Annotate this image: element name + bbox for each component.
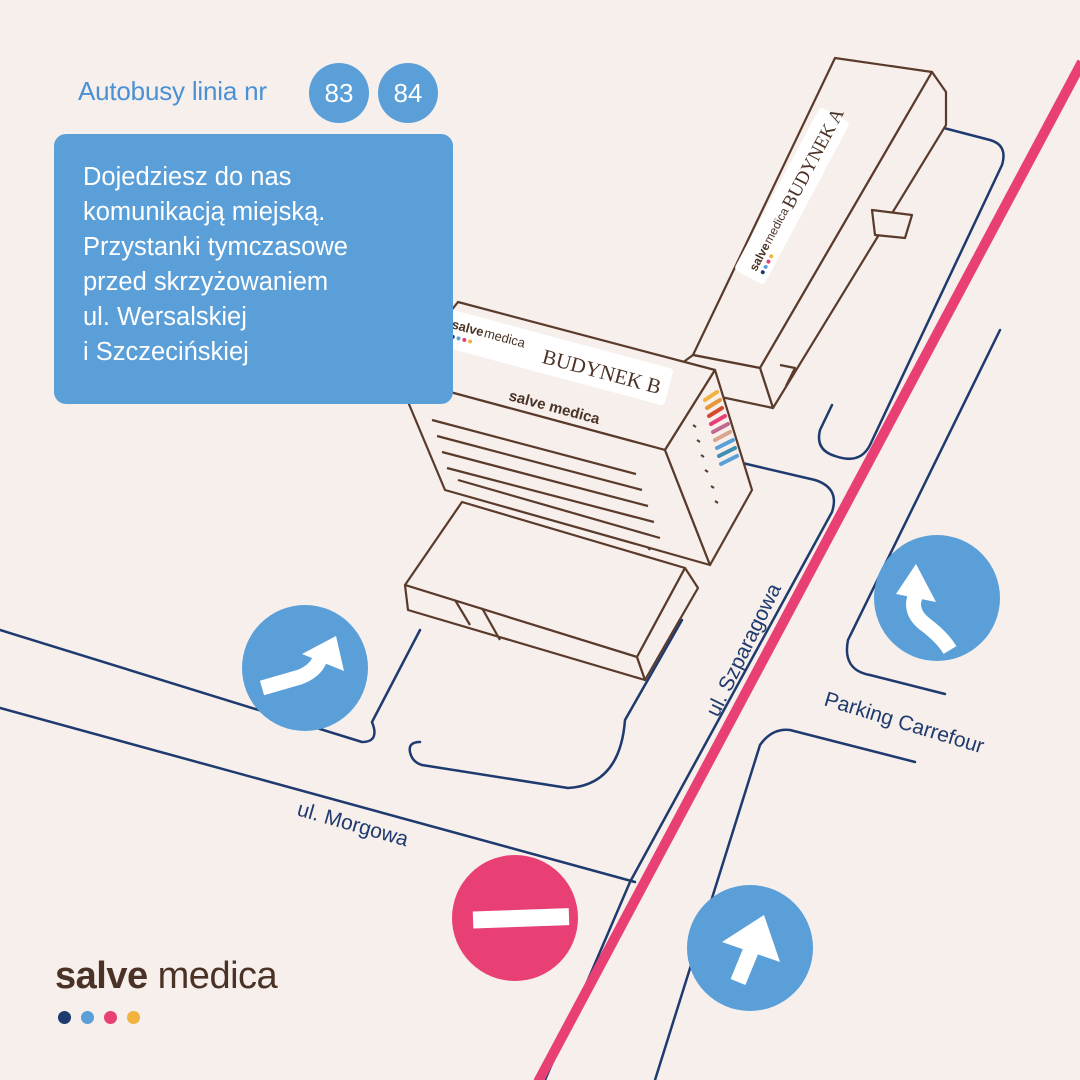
mini-logo-dot-3	[766, 259, 771, 264]
street-lines	[0, 125, 1005, 1080]
mini-logo-dot-2	[456, 336, 461, 341]
logo-word-medica: medica	[147, 955, 278, 997]
mini-logo-dot-2	[763, 264, 768, 269]
logo-dot-yellow	[127, 1011, 140, 1024]
building-b-side	[663, 368, 754, 567]
building-b-window-stripes	[431, 418, 661, 540]
road-edge-morgowa-inner	[408, 618, 684, 790]
building-a-base-detail	[779, 363, 797, 387]
bus-line-84-badge: 84	[378, 63, 438, 123]
straight-arrow-icon	[687, 885, 813, 1011]
building-a-sign-plate	[735, 108, 849, 284]
tram-line	[533, 59, 1080, 1080]
info-line: ul. Wersalskiej	[83, 303, 247, 331]
building-a	[653, 56, 948, 410]
info-line: przed skrzyżowaniem	[83, 268, 329, 296]
building-b-side-dashes	[692, 424, 719, 504]
street-name-parking: Parking Carrefour	[822, 688, 987, 758]
building-b-sign-plate	[437, 309, 673, 405]
info-line: komunikacją miejską.	[83, 198, 326, 226]
mini-logo-dot-3	[462, 337, 467, 342]
road-edge-morgowa-north	[0, 628, 422, 744]
salve-medica-logo: salve medica	[55, 955, 278, 998]
turn-right-arrow-icon	[242, 605, 368, 731]
logo-dots	[58, 1011, 140, 1024]
road-edge-building-a	[817, 125, 1005, 460]
road-edge-szparagowa-east	[653, 728, 917, 1080]
logo-dot-pink	[104, 1011, 117, 1024]
lower-block-side	[635, 566, 700, 682]
info-line: Przystanki tymczasowe	[83, 233, 348, 261]
road-edge-parking	[845, 328, 1002, 696]
logo-word-salve: salve	[55, 955, 148, 997]
info-line: Dojedziesz do nas	[83, 163, 292, 191]
no-entry-sign-icon	[452, 855, 578, 981]
u-turn-arrow-icon	[874, 535, 1000, 661]
logo-dot-navy	[58, 1011, 71, 1024]
info-line: i Szczecińskiej	[83, 338, 249, 366]
bus-line-83-badge: 83	[309, 63, 369, 123]
building-lower-block	[403, 500, 700, 682]
building-a-annex	[870, 208, 914, 240]
mini-logo-dot-4	[468, 339, 473, 344]
bus-lines-label: Autobusy linia nr	[78, 76, 267, 106]
mini-logo-dot-1	[760, 270, 765, 275]
road-edge-szparagowa-west	[543, 460, 836, 1080]
transit-info-box: Dojedziesz do nas komunikacją miejską. P…	[54, 134, 453, 404]
logo-dot-blue	[81, 1011, 94, 1024]
road-edge-morgowa-south	[0, 706, 637, 884]
building-b-color-stripes	[703, 390, 739, 466]
mini-logo-dot-4	[769, 254, 774, 259]
building-a-front	[758, 70, 948, 410]
